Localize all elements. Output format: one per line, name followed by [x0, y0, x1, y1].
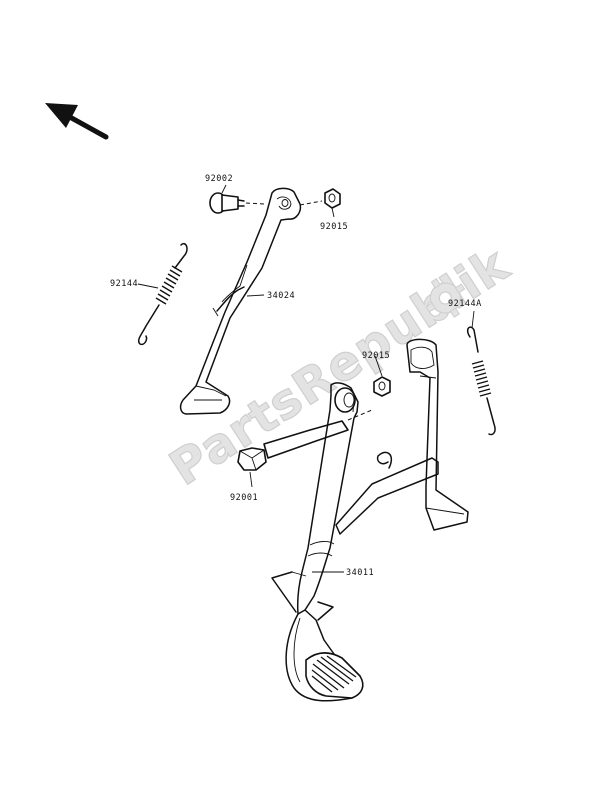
arrow-up-left-icon [45, 103, 109, 140]
label-34024: 34024 [267, 291, 295, 301]
side-stand-34024 [179, 187, 302, 415]
label-92144: 92144 [110, 279, 138, 289]
spring-92144a [466, 310, 496, 436]
label-92015-side: 92015 [320, 222, 348, 232]
watermark: PartsRepublik [159, 236, 519, 498]
label-92002: 92002 [205, 174, 233, 184]
gear-icon [425, 278, 466, 318]
label-92001: 92001 [230, 493, 258, 503]
bolt-92002 [209, 184, 266, 214]
nut-92015-main [373, 355, 391, 397]
spring-92144 [137, 243, 188, 346]
watermark-text: PartsRepublik [160, 237, 519, 497]
main-stand-34011 [271, 338, 469, 702]
label-92015-main: 92015 [362, 351, 390, 361]
nut-92015-side [299, 188, 341, 218]
label-92144a: 92144A [448, 299, 482, 309]
label-34011: 34011 [346, 568, 374, 578]
